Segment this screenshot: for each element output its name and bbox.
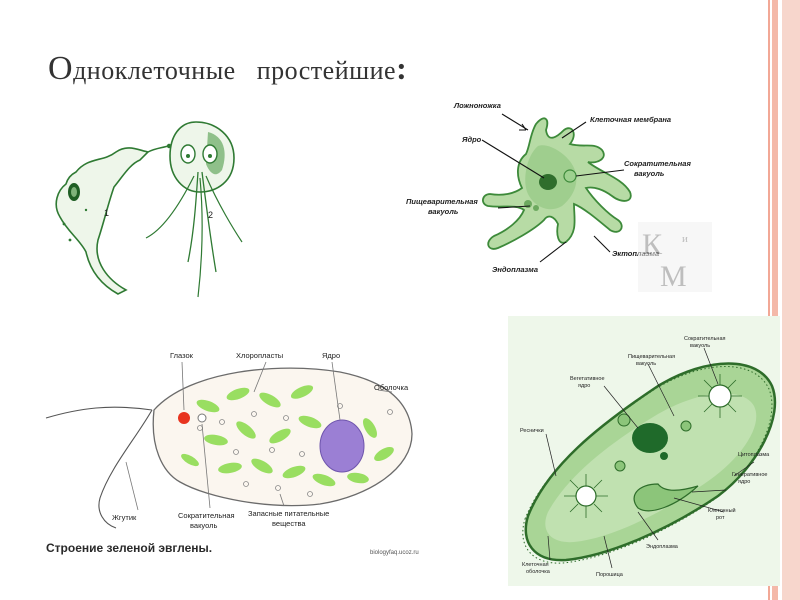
- label-flagellum: Жгутик: [112, 513, 137, 522]
- title-word-2: простейшие: [256, 56, 397, 85]
- euglena-caption: Строение зеленой эвглены.: [46, 541, 213, 555]
- watermark-letter-top: К: [642, 228, 663, 261]
- paramecium-drawing: Сократительная вакуоль Пищеварительная в…: [508, 316, 780, 586]
- title-colon: :: [396, 50, 408, 86]
- label-par-contractile-1: Сократительная: [684, 336, 726, 342]
- label-vegetative-1: Вегетативное: [570, 376, 605, 382]
- label-powder: Порошица: [596, 572, 624, 578]
- label-vegetative-2: ядро: [578, 383, 590, 389]
- label-par-shell-1: Клеточная: [522, 562, 549, 568]
- decorative-edge-band: [782, 0, 800, 600]
- label-cell-mouth-2: рот: [716, 515, 725, 521]
- paramecium-macronucleus: [632, 423, 668, 453]
- euglena-drawing: Глазок Хлоропласты Ядро Оболочка Жгутик …: [40, 348, 440, 538]
- chloroplasts-group: [181, 385, 394, 487]
- label-amoeba-nucleus: Ядро: [461, 135, 482, 144]
- paramecium-cilia: [522, 366, 773, 564]
- label-cell-mouth-1: Клеточный: [708, 507, 736, 514]
- watermark-letter-bottom: М: [660, 260, 687, 293]
- paramecium-cell-mouth: [633, 483, 699, 512]
- euglena-nucleus: [319, 419, 365, 473]
- label-par-digestive-1: Пищеварительная: [628, 354, 675, 360]
- label-euglena-contractile-2: вакуоль: [190, 521, 217, 530]
- label-cilia: Реснички: [520, 428, 544, 434]
- label-reserve-1: Запасные питательные: [248, 509, 329, 518]
- label-par-endoplasm: Эндоплазма: [646, 544, 679, 550]
- paramecium-contractile-vacuole-1: [708, 384, 732, 408]
- label-ectoplasm: Эктоплазма: [612, 249, 659, 258]
- label-amoeba-contractile-2: вакуоль: [634, 169, 665, 178]
- euglena-eyespot: [178, 412, 190, 424]
- euglena-source: biologyfaq.ucoz.ru: [370, 550, 419, 556]
- decorative-edge-line: [768, 0, 770, 600]
- watermark-letter-sup: и: [682, 233, 688, 245]
- label-par-shell-2: оболочка: [526, 569, 551, 575]
- label-shell: Оболочка: [374, 383, 409, 392]
- label-par-digestive-2: вакуоль: [636, 361, 656, 367]
- paramecium-micronucleus: [660, 452, 668, 460]
- label-par-contractile-2: вакуоль: [690, 343, 710, 349]
- figure-label-2: 2: [208, 210, 213, 220]
- label-euglena-nucleus: Ядро: [322, 351, 340, 360]
- label-amoeba-contractile-1: Сократительная: [624, 159, 691, 168]
- kim-watermark: К и М: [638, 222, 712, 293]
- label-eyespot: Глазок: [170, 351, 194, 360]
- label-pseudopod: Ложноножка: [453, 101, 501, 110]
- euglena-flagellum: [45, 406, 153, 529]
- paramecium-contractile-vacuole-2: [575, 485, 597, 507]
- trypanosoma-lamblia-drawing: 1 2: [38, 112, 248, 302]
- amoeba-drawing: Ложноножка Клеточная мембрана Ядро Сокра…: [398, 96, 716, 296]
- slide-title: Одноклеточные простейшие:: [48, 50, 407, 88]
- label-digestive-2: вакуоль: [428, 207, 459, 216]
- label-generative-1: Генеративное: [732, 472, 767, 478]
- euglena-contractile-vacuole: [197, 413, 207, 423]
- label-cytoplasm: Цитоплазма: [738, 452, 770, 458]
- label-endoplasm: Эндоплазма: [492, 265, 538, 274]
- label-digestive-1: Пищеварительная: [406, 197, 478, 206]
- label-chloroplasts: Хлоропласты: [236, 351, 283, 360]
- decorative-edge-stripe: [772, 0, 778, 600]
- trypanosoma-body: [55, 147, 150, 295]
- label-reserve-2: вещества: [272, 519, 306, 528]
- reserve-nutrients-group: [197, 403, 393, 497]
- title-word-1: дноклеточные: [73, 56, 236, 85]
- figure-label-1: 1: [104, 208, 109, 218]
- label-cell-membrane: Клеточная мембрана: [590, 115, 671, 124]
- label-generative-2: ядро: [738, 479, 750, 485]
- label-euglena-contractile-1: Сократительная: [178, 511, 235, 520]
- amoeba-contractile-vacuole: [563, 169, 577, 183]
- title-first-letter: О: [48, 50, 74, 87]
- trypanosoma-flagellum: [147, 145, 169, 153]
